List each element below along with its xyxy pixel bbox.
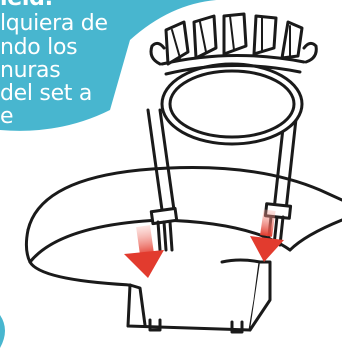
arrow-down-icon-left: [124, 225, 164, 278]
arrow-down-icon-right: [250, 209, 284, 262]
